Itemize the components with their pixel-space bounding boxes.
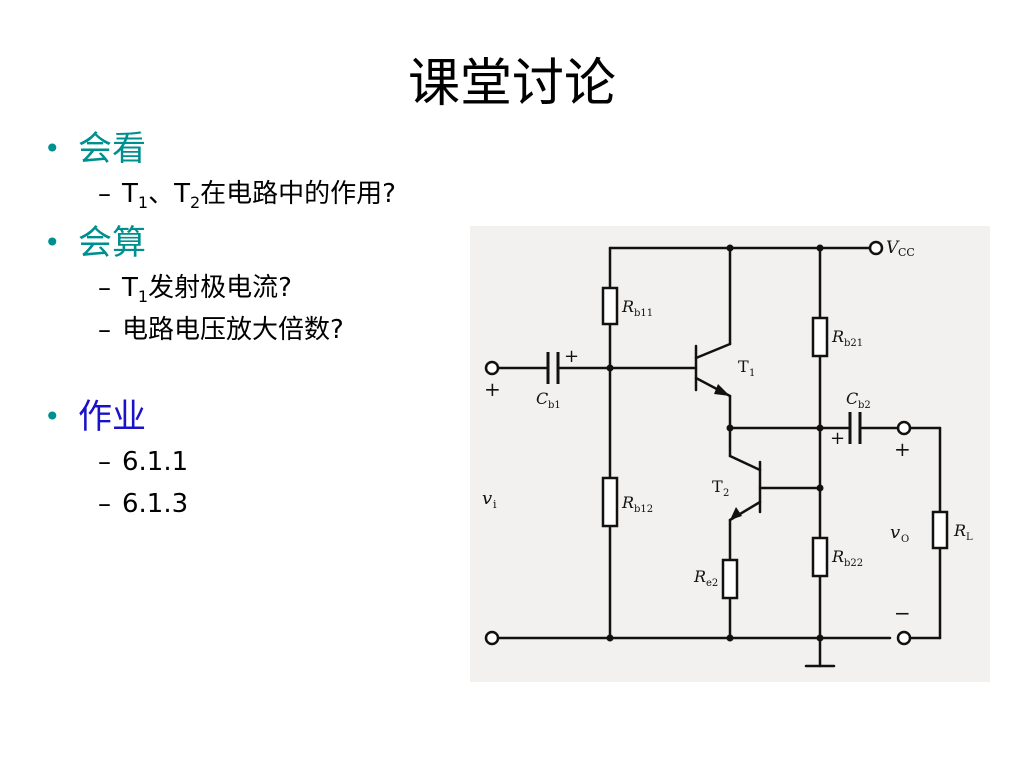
cb2-plus: + (830, 428, 845, 449)
transistor-arrows (714, 384, 742, 520)
sub-bullet-text: 6.1.1 (122, 447, 189, 477)
dash-icon: – (98, 273, 111, 303)
sub-bullet-post: 在电路中的作用? (200, 179, 396, 209)
dash-icon: – (98, 447, 111, 477)
vi-sub: i (493, 498, 497, 511)
rb21-sub: b21 (844, 338, 863, 349)
rl-sub: L (966, 532, 973, 543)
t2-label: T (712, 477, 723, 496)
vi-label: v (482, 488, 492, 509)
output-plus: + (894, 437, 911, 461)
circuit-labels: V CC R b11 R b12 R b21 R b22 R e2 R L C … (482, 238, 973, 625)
rb22-label: R (831, 547, 844, 566)
t1-sub: 1 (749, 368, 755, 379)
subscript: 1 (137, 193, 149, 213)
sub-bullet-text: 6.1.3 (122, 489, 189, 519)
vcc-label: V (886, 238, 900, 258)
circuit-diagram: V CC R b11 R b12 R b21 R b22 R e2 R L C … (470, 226, 990, 682)
sub-bullet: – 6.1.1 (40, 446, 480, 478)
rb11-sub: b11 (634, 308, 653, 319)
section-heading: 会看 (78, 129, 146, 169)
circuit-wires (490, 246, 942, 668)
section-heading: 会算 (78, 223, 146, 263)
sub-bullet: – 电路电压放大倍数? (40, 314, 480, 346)
sub-bullet: – T1、T2在电路中的作用? (40, 178, 480, 213)
vo-sub: O (901, 534, 909, 545)
vo-label: v (890, 522, 900, 543)
bullet-list: • 会看 – T1、T2在电路中的作用? • 会算 – T1发射极电流? – 电… (40, 126, 480, 530)
section-heading: 作业 (78, 397, 146, 437)
rb12-label: R (621, 493, 634, 512)
terminals (484, 240, 912, 646)
input-plus: + (484, 377, 501, 401)
bullet-section-huisuan: • 会算 (40, 220, 480, 266)
bullet-dot-icon: • (44, 400, 61, 433)
slide-title: 课堂讨论 (407, 54, 616, 114)
dash-icon: – (98, 315, 111, 345)
subscript: 1 (137, 287, 149, 307)
capacitors (546, 352, 862, 444)
junction-dots (606, 244, 824, 642)
resistors (601, 286, 949, 600)
sub-bullet: – 6.1.3 (40, 488, 480, 520)
sub-bullet: – T1发射极电流? (40, 272, 480, 307)
rb12-sub: b12 (634, 504, 653, 515)
rb22-sub: b22 (844, 558, 863, 569)
bullet-section-kankan: • 会看 (40, 126, 480, 172)
rl-label: R (953, 521, 966, 540)
cb1-label: C (536, 389, 548, 408)
cb2-label: C (846, 389, 858, 408)
output-minus: − (894, 601, 911, 625)
t1-label: T (738, 357, 749, 376)
re2-sub: e2 (706, 578, 718, 589)
bullet-dot-icon: • (44, 226, 61, 259)
sub-bullet-post: 发射极电流? (148, 273, 292, 303)
bullet-dot-icon: • (44, 132, 61, 165)
sub-bullet-text: 电路电压放大倍数? (122, 315, 344, 345)
rb21-label: R (831, 327, 844, 346)
circuit-svg: V CC R b11 R b12 R b21 R b22 R e2 R L C … (482, 238, 973, 668)
subscript: 2 (189, 193, 201, 213)
t2-sub: 2 (723, 488, 729, 499)
sub-bullet-pre: T (122, 273, 138, 303)
re2-label: R (693, 567, 706, 586)
cb2-sub: b2 (858, 400, 871, 411)
sub-bullet-pre: T (122, 179, 138, 209)
rb11-label: R (621, 297, 634, 316)
sub-bullet-mid: 、T (148, 179, 190, 209)
dash-icon: – (98, 179, 111, 209)
dash-icon: – (98, 489, 111, 519)
bullet-section-homework: • 作业 (40, 394, 480, 440)
cb1-plus: + (564, 346, 579, 367)
vcc-sub: CC (898, 246, 915, 259)
cb1-sub: b1 (548, 400, 561, 411)
